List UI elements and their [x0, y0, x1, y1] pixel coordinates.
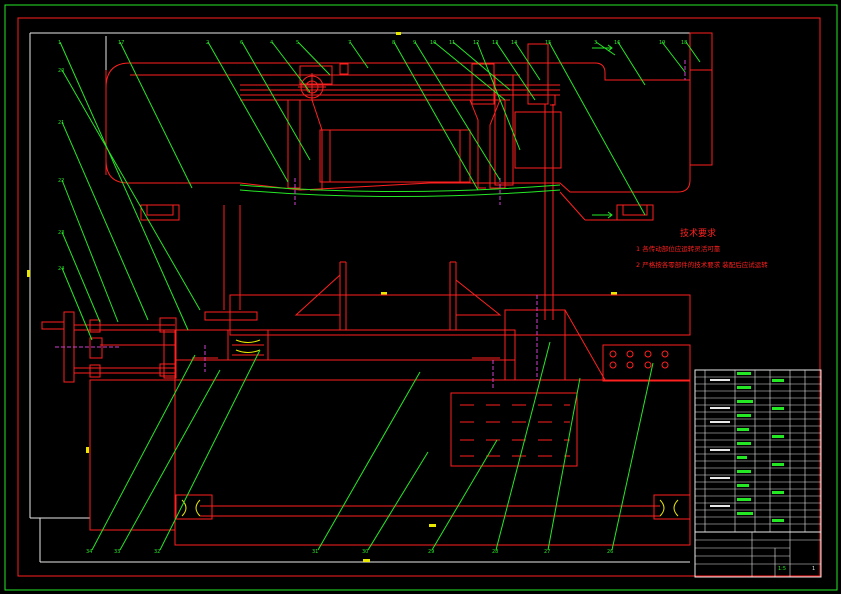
saw-frame	[105, 32, 713, 193]
callout-27: 27	[544, 549, 550, 555]
callout-11: 11	[449, 40, 455, 46]
callout-28: 28	[492, 549, 498, 555]
sheet-label: 1	[812, 566, 815, 572]
callout-23: 23	[58, 230, 64, 236]
callout-2: 2	[206, 40, 209, 46]
inner-frame	[17, 17, 821, 577]
callout-5: 5	[296, 40, 299, 46]
callout-31: 31	[312, 549, 318, 555]
callout-1: 1	[58, 40, 61, 46]
bearing-symbols	[181, 339, 679, 517]
callout-7: 7	[348, 40, 351, 46]
callout-18: 18	[681, 40, 687, 46]
callout-22: 22	[58, 178, 64, 184]
callout-20: 20	[58, 68, 64, 74]
saw-blade	[239, 184, 561, 197]
notes-line-2: 2 严格按各零部件的技术要求 装配后应试运转	[636, 260, 768, 269]
notes-line-1: 1 各传动部位应运转灵活可靠	[636, 244, 721, 253]
callout-24: 24	[58, 266, 64, 272]
direction-arrows	[592, 44, 613, 219]
column-and-vise	[174, 205, 691, 382]
callout-8: 8	[392, 40, 395, 46]
callout-16: 16	[614, 40, 620, 46]
callout-9: 9	[413, 40, 416, 46]
callout-26: 26	[607, 549, 613, 555]
callout-19: 19	[659, 40, 665, 46]
callout-33: 33	[114, 549, 120, 555]
callout-21: 21	[58, 120, 64, 126]
outer-frame	[4, 4, 838, 591]
base-cover-hatching	[460, 404, 570, 457]
dimension-markers	[27, 32, 617, 562]
callout-4: 4	[270, 40, 273, 46]
callout-32: 32	[154, 549, 160, 555]
parts-list-table: 1:5 1	[694, 369, 822, 578]
callout-30: 30	[362, 549, 368, 555]
callout-17: 17	[118, 40, 124, 46]
notes-title: 技术要求	[680, 227, 716, 239]
control-panel	[609, 350, 669, 369]
technical-notes: 技术要求 1 各传动部位应运转灵活可靠 2 严格按各零部件的技术要求 装配后应试…	[636, 227, 768, 269]
callout-10: 10	[430, 40, 436, 46]
callout-12: 12	[473, 40, 479, 46]
callout-29: 29	[428, 549, 434, 555]
callout-15: 15	[545, 40, 551, 46]
callout-3: 3	[594, 40, 597, 46]
leader-lines	[59, 41, 701, 551]
callout-34: 34	[86, 549, 92, 555]
callout-6: 6	[240, 40, 243, 46]
callout-13: 13	[492, 40, 498, 46]
dimension-lines	[29, 32, 702, 563]
center-lines	[55, 60, 686, 390]
machine-base	[89, 379, 691, 546]
scale-label: 1:5	[778, 566, 786, 572]
callout-14: 14	[511, 40, 517, 46]
callouts-left: 20 21 22 23 24	[58, 68, 64, 272]
callouts-top: 1 17 2 6 4 5 7 8 9 10 11 12 13 14 15 3 1…	[58, 40, 687, 46]
blade-mechanism	[140, 43, 654, 320]
callouts-bottom: 34 33 32 31 30 29 28 27 26	[86, 549, 613, 555]
